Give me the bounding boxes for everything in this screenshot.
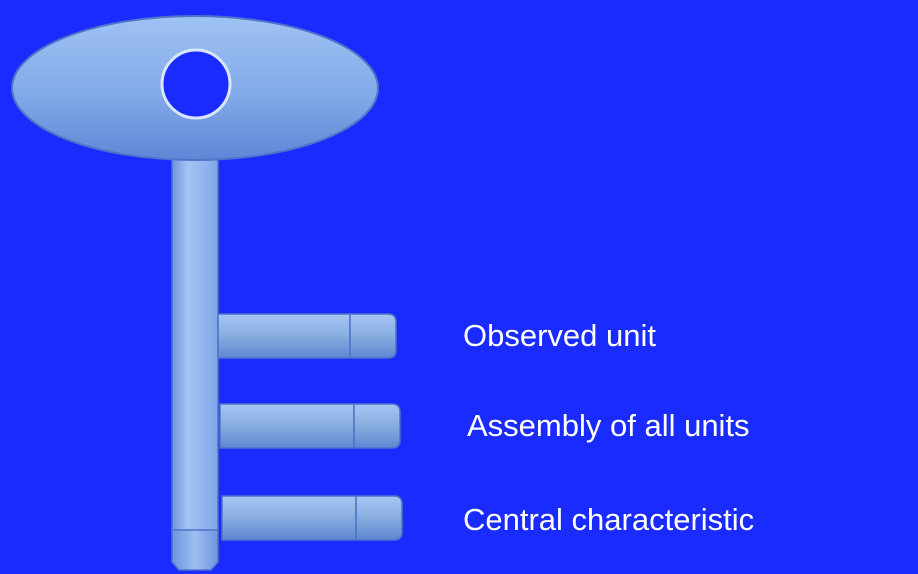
label-central-characteristic: Central characteristic [463, 502, 755, 537]
key-tip [171, 529, 219, 571]
label-assembly-of-all-units: Assembly of all units [467, 408, 750, 443]
key-shaft [171, 149, 219, 533]
key-bit-2 [219, 403, 401, 449]
key-bit-1 [217, 313, 397, 359]
key-hole [160, 48, 232, 120]
key-bit-3 [221, 495, 403, 541]
label-observed-unit: Observed unit [463, 318, 656, 353]
